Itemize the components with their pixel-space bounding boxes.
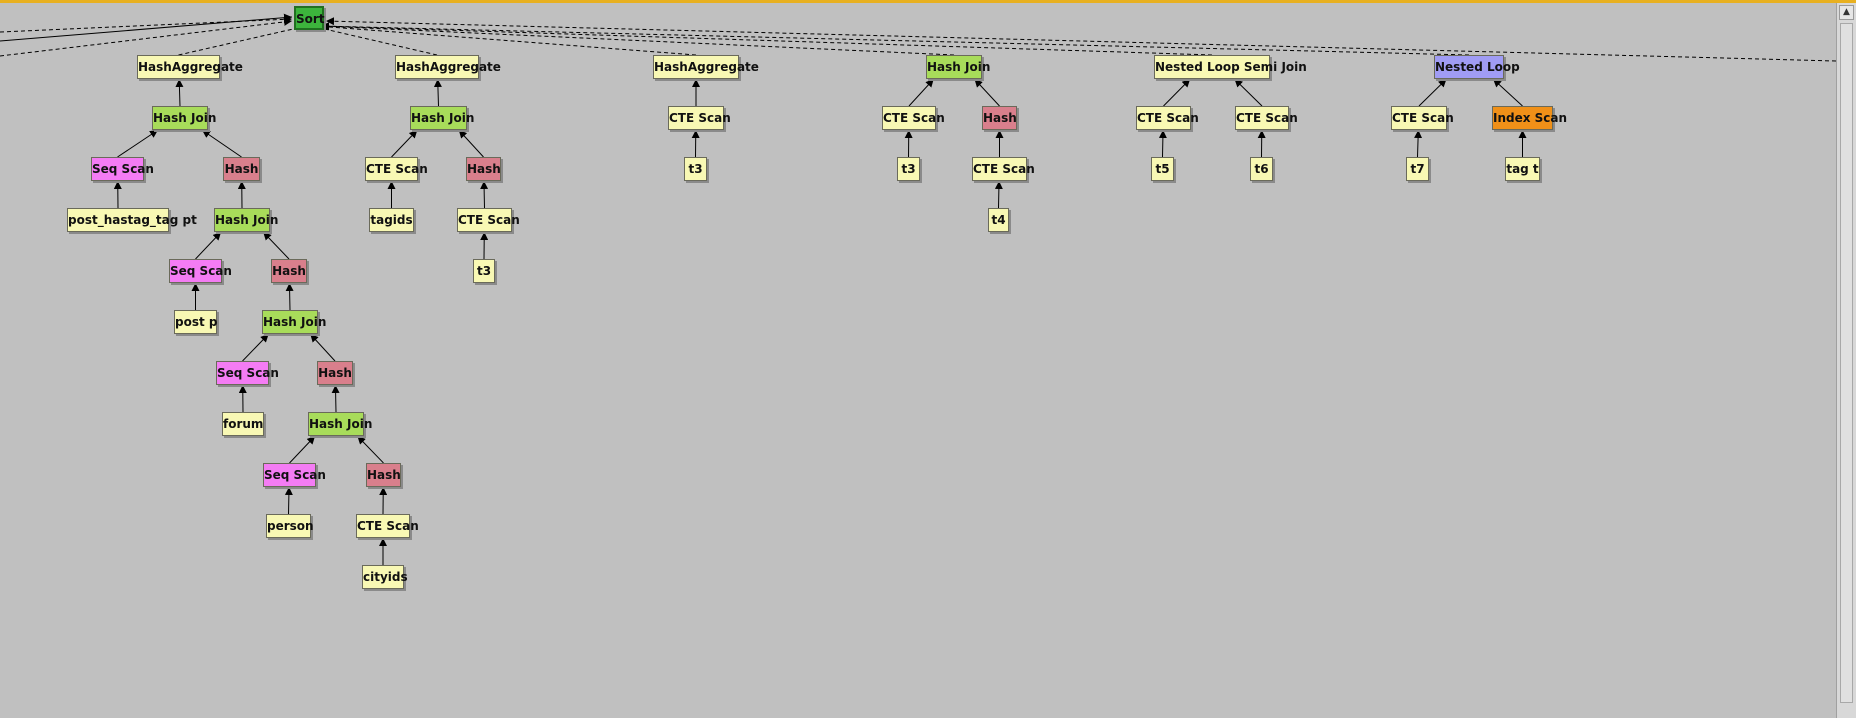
plan-node-ss1[interactable]: Seq Scan — [91, 157, 154, 181]
edge-offscreen-left-0-to-sort — [0, 13, 293, 42]
edge-cte5-to-hj6 — [908, 78, 935, 107]
plan-node-r_tagids[interactable]: tagids — [369, 208, 414, 232]
plan-node-hj3[interactable]: Hash Join — [262, 310, 326, 334]
plan-node-cte8[interactable]: CTE Scan — [1235, 106, 1298, 130]
edge-offscreen-left-2-to-sort — [0, 17, 293, 57]
edge-layer — [0, 13, 1836, 565]
edge-nl-to-sort — [320, 22, 1470, 56]
plan-node-r_post[interactable]: post p — [174, 310, 217, 334]
plan-node-h4[interactable]: Hash — [366, 463, 401, 487]
edge-ha1-to-sort — [178, 23, 307, 56]
plan-node-ss4[interactable]: Seq Scan — [263, 463, 326, 487]
edge-hj4-to-h3 — [331, 384, 340, 413]
plan-node-ss2[interactable]: Seq Scan — [169, 259, 232, 283]
edge-r_t5-to-cte7 — [1158, 129, 1167, 158]
edge-ss4-to-hj4 — [289, 435, 316, 464]
plan-node-h5[interactable]: Hash — [466, 157, 501, 181]
plan-node-r_cityids[interactable]: cityids — [362, 565, 408, 589]
plan-node-cte2[interactable]: CTE Scan — [365, 157, 428, 181]
plan-node-r_t3b[interactable]: t3 — [684, 157, 707, 181]
plan-node-hj5[interactable]: Hash Join — [410, 106, 474, 130]
scroll-up-arrow-icon[interactable]: ▲ — [1839, 5, 1854, 20]
plan-node-h2[interactable]: Hash — [271, 259, 307, 283]
edge-hj5-to-ha2 — [433, 78, 442, 107]
plan-node-h1[interactable]: Hash — [223, 157, 260, 181]
plan-node-hj2[interactable]: Hash Join — [214, 208, 278, 232]
edge-cte9-to-nl — [1418, 78, 1447, 107]
plan-node-r_tagt[interactable]: tag t — [1505, 157, 1540, 181]
edge-ha3-to-sort — [316, 22, 697, 56]
plan-node-r_t3a[interactable]: t3 — [473, 259, 495, 283]
edge-r_t7-to-cte9 — [1414, 129, 1423, 158]
plan-node-hj6[interactable]: Hash Join — [926, 55, 990, 79]
plan-node-r_t6[interactable]: t6 — [1250, 157, 1273, 181]
plan-node-hj1[interactable]: Hash Join — [152, 106, 216, 130]
edge-hj3-to-h2 — [285, 282, 294, 311]
edge-offscreen-right-to-sort — [325, 17, 1836, 62]
edge-hj6-to-sort — [320, 22, 955, 56]
plan-node-ss3[interactable]: Seq Scan — [216, 361, 279, 385]
plan-node-ha1[interactable]: HashAggregate — [137, 55, 243, 79]
edge-cte3-to-h5 — [480, 180, 489, 209]
edge-hj1-to-ha1 — [175, 78, 184, 107]
plan-node-r_pht[interactable]: post_hastag_tag pt — [67, 208, 197, 232]
edge-r_t4-to-cte6 — [994, 180, 1003, 209]
plan-node-cte4[interactable]: CTE Scan — [668, 106, 731, 130]
plan-node-is1[interactable]: Index Scan — [1492, 106, 1567, 130]
plan-node-cte6[interactable]: CTE Scan — [972, 157, 1035, 181]
plan-node-cte1[interactable]: CTE Scan — [356, 514, 419, 538]
edge-ss2-to-hj2 — [195, 231, 222, 260]
plan-node-nlsj[interactable]: Nested Loop Semi Join — [1154, 55, 1307, 79]
plan-node-cte9[interactable]: CTE Scan — [1391, 106, 1454, 130]
plan-node-hj4[interactable]: Hash Join — [308, 412, 372, 436]
edge-is1-to-nl — [1492, 78, 1523, 107]
edge-ss3-to-hj3 — [242, 333, 269, 362]
edge-h4-to-hj4 — [357, 435, 384, 464]
window-top-border — [0, 0, 1856, 3]
plan-node-cte3[interactable]: CTE Scan — [457, 208, 520, 232]
edge-h1-to-hj1 — [201, 129, 242, 158]
edge-nlsj-to-sort — [320, 22, 1213, 56]
plan-node-r_forum[interactable]: forum — [222, 412, 264, 436]
plan-node-ha2[interactable]: HashAggregate — [395, 55, 501, 79]
plan-node-h6[interactable]: Hash — [982, 106, 1017, 130]
edge-cte7-to-nlsj — [1163, 78, 1191, 107]
edge-ss1-to-hj1 — [117, 129, 159, 158]
edge-ha2-to-sort — [311, 23, 438, 56]
edge-r_person-to-ss4 — [284, 486, 293, 515]
plan-node-r_person[interactable]: person — [266, 514, 314, 538]
edge-cte2-to-hj5 — [391, 129, 418, 158]
scrollbar-thumb[interactable] — [1840, 23, 1853, 703]
plan-node-sort[interactable]: Sort — [294, 6, 325, 30]
edge-cte8-to-nlsj — [1234, 78, 1263, 107]
plan-node-cte7[interactable]: CTE Scan — [1136, 106, 1199, 130]
edge-offscreen-left-1-to-sort — [0, 15, 293, 33]
plan-node-cte5[interactable]: CTE Scan — [882, 106, 945, 130]
edge-h5-to-hj5 — [458, 129, 484, 158]
plan-node-ha3[interactable]: HashAggregate — [653, 55, 759, 79]
plan-node-r_t3c[interactable]: t3 — [897, 157, 920, 181]
plan-node-h3[interactable]: Hash — [317, 361, 353, 385]
edge-h3-to-hj3 — [309, 333, 336, 362]
plan-node-r_t4[interactable]: t4 — [988, 208, 1009, 232]
plan-node-nl[interactable]: Nested Loop — [1434, 55, 1520, 79]
vertical-scrollbar[interactable]: ▲ — [1836, 3, 1856, 718]
edge-h6-to-hj6 — [974, 78, 1000, 107]
edge-h2-to-hj2 — [262, 231, 290, 260]
plan-node-r_t5[interactable]: t5 — [1151, 157, 1174, 181]
plan-node-r_t7[interactable]: t7 — [1406, 157, 1429, 181]
